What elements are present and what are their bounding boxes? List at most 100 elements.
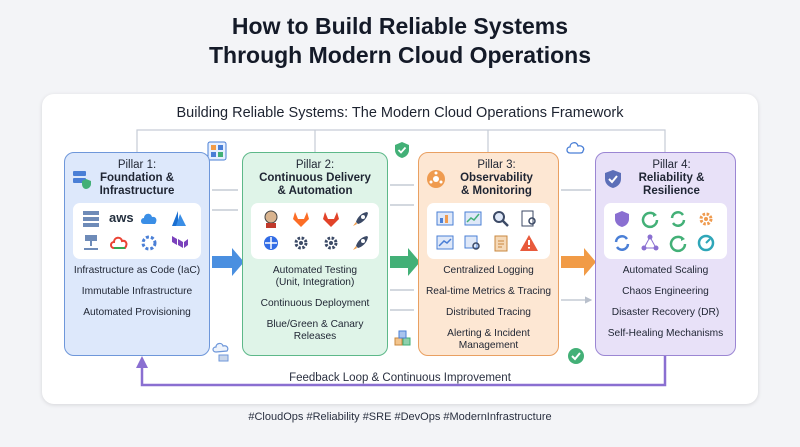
refresh-icon: [641, 211, 659, 229]
shield-check-icon: [395, 142, 409, 158]
page-title: How to Build Reliable Systems Through Mo…: [0, 12, 800, 70]
kubernetes-icon: [264, 236, 278, 250]
pillar-2-item: (Unit, Integration): [275, 277, 355, 288]
gitlab-icon: [323, 212, 339, 227]
shield-check-icon: [605, 170, 621, 188]
log-search-icon: [464, 235, 480, 250]
top-connector-drops: [314, 130, 489, 152]
clipboard-icon: [494, 235, 508, 252]
cubes-icon: [394, 330, 411, 346]
pillar-1-number: Pillar 1:: [117, 159, 157, 171]
network-icon: [84, 235, 98, 250]
rocket-icon: [353, 212, 368, 226]
gear-icon: [324, 236, 338, 250]
terraform-icon: [172, 236, 188, 248]
recycle-icon: [614, 235, 630, 251]
pillar-2-items: Automated Testing (Unit, Integration) Co…: [243, 265, 387, 352]
pillar-1-item: Automated Provisioning: [83, 307, 191, 318]
top-connector: [136, 129, 666, 152]
pillar-2-card: Pillar 2: Continuous Delivery & Automati…: [242, 152, 388, 356]
arrow-3-to-4: [561, 248, 596, 276]
pillar-1-title: Pillar 1: Foundation & Infrastructure: [65, 159, 209, 198]
cloud-check-icon: [566, 142, 585, 154]
pillar-3-name-line1: Observability: [460, 172, 533, 184]
azure-icon: [172, 211, 186, 226]
pillar-4-item: Disaster Recovery (DR): [611, 307, 720, 318]
pillar-4-item: Chaos Engineering: [622, 286, 709, 297]
pillar-4-name-line2: Resilience: [643, 185, 700, 197]
cloud-server-icon: [212, 342, 229, 362]
pillar-4-number: Pillar 4:: [652, 159, 691, 171]
pillar-3-item: Distributed Tracing: [446, 307, 531, 318]
pillar-2-item: Blue/Green & Canary: [266, 319, 364, 330]
warning-icon: [520, 235, 538, 251]
pillar-4-card: Pillar 4: Reliability & Resilience Autom…: [595, 152, 736, 356]
feedback-loop-label: Feedback Loop & Continuous Improvement: [289, 372, 511, 384]
server-shield-icon: [73, 171, 91, 189]
check-circle-icon: [568, 348, 584, 364]
pillar-1-name-line1: Foundation &: [99, 172, 175, 184]
feedback-arrowhead: [136, 356, 148, 368]
pillar-1-icon-box: aws: [73, 203, 201, 259]
pillar-1-items: Infrastructure as Code (IaC) Immutable I…: [65, 265, 209, 328]
arrow-2-to-3: [390, 248, 420, 276]
cloud-icon: [141, 213, 157, 224]
title-line-2: Through Modern Cloud Operations: [208, 42, 592, 68]
feedback-loop-line: [140, 356, 667, 387]
gauge-icon: [697, 234, 715, 252]
pillar-2-name-line2: & Automation: [277, 185, 353, 197]
pillar-3-card: Pillar 3: Observability & Monitoring Cen…: [418, 152, 559, 356]
pillar-2-item: Continuous Deployment: [260, 298, 370, 309]
pillar-2-icon-box: [251, 203, 379, 259]
gcp-cloud-icon: [110, 236, 128, 249]
magnifier-icon: [493, 211, 509, 227]
dashboard-icon: [207, 141, 227, 161]
pillar-3-name-line2: & Monitoring: [461, 185, 532, 197]
sync-icon: [670, 211, 686, 227]
pillar-2-name-line1: Continuous Delivery: [259, 172, 371, 184]
shield-icon: [615, 211, 629, 227]
hashtags: #CloudOps #Reliability #SRE #DevOps #Mod…: [248, 411, 552, 423]
server-rack-icon: [83, 211, 99, 227]
trend-chart-icon: [436, 235, 454, 250]
pillar-2-number: Pillar 2:: [295, 159, 335, 171]
framework-subtitle: Building Reliable Systems: The Modern Cl…: [176, 105, 624, 121]
pillar-3-icon-box: [427, 203, 550, 259]
pillar-1-item: Immutable Infrastructure: [81, 286, 193, 297]
pillar-3-item: Centralized Logging: [443, 265, 534, 276]
pillar-1-item: Infrastructure as Code (IaC): [73, 265, 201, 276]
pillar-4-name-line1: Reliability &: [638, 172, 705, 184]
document-search-icon: [521, 210, 536, 227]
pillar-2-item: Automated Testing: [272, 265, 358, 276]
network-hub-icon: [427, 170, 445, 188]
rocket-icon: [353, 236, 368, 250]
refresh-icon: [669, 235, 687, 253]
line-chart-icon: [464, 211, 482, 226]
pillar-2-item: Releases: [293, 331, 337, 342]
pillar-4-item: Self-Healing Mechanisms: [607, 328, 724, 339]
pillar-3-title: Pillar 3: Observability & Monitoring: [427, 159, 566, 198]
gear-icon: [699, 212, 713, 226]
pillar-3-item: Real-time Metrics & Tracing: [425, 286, 552, 297]
dashboard-chart-icon: [436, 211, 454, 226]
pillar-2-title: Pillar 2: Continuous Delivery & Automati…: [243, 159, 387, 198]
pillar-3-items: Centralized Logging Real-time Metrics & …: [419, 265, 558, 361]
arrow-1-to-2: [212, 248, 244, 276]
pillar-4-title: Pillar 4: Reliability & Resilience: [602, 159, 741, 198]
node-graph-icon: [641, 234, 659, 251]
pillar-4-item: Automated Scaling: [622, 265, 709, 276]
gear-cloud-icon: [141, 235, 157, 251]
jenkins-icon: [264, 210, 278, 228]
aws-logo-icon: aws: [109, 210, 134, 225]
gear-icon: [294, 236, 308, 250]
pillar-3-item: Management: [458, 340, 519, 351]
gitlab-icon: [293, 212, 309, 227]
pillar-3-number: Pillar 3:: [477, 159, 516, 171]
pillar-4-items: Automated Scaling Chaos Engineering Disa…: [596, 265, 735, 349]
pillar-4-icon-box: [604, 203, 727, 259]
pillar-1-name-line2: Infrastructure: [99, 185, 175, 197]
title-line-1: How to Build Reliable Systems: [231, 13, 569, 39]
thin-arrows: [212, 184, 591, 311]
pillar-1-card: Pillar 1: Foundation & Infrastructure aw…: [64, 152, 210, 356]
